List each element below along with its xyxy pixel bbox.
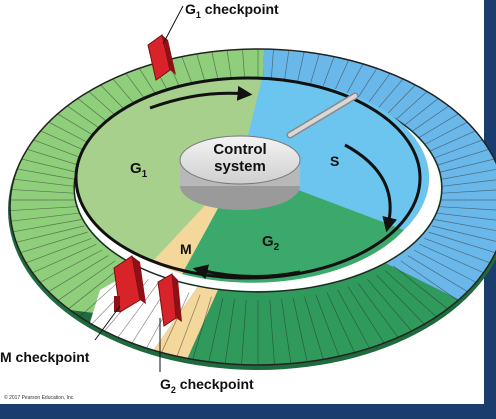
ring-tick bbox=[10, 167, 82, 181]
ring-tick bbox=[326, 292, 355, 353]
ring-tick bbox=[57, 260, 116, 301]
phase-m-label: M bbox=[180, 241, 192, 257]
g1-checkpoint-gate bbox=[147, 5, 184, 81]
ring-tick bbox=[424, 237, 491, 264]
m-checkpoint-gate bbox=[94, 255, 146, 341]
ring-tick bbox=[407, 255, 468, 292]
g1-checkpoint-label: G1 checkpoint bbox=[185, 1, 279, 20]
ring-tick bbox=[367, 279, 412, 332]
ring-tick bbox=[393, 265, 448, 310]
ring-tick bbox=[241, 299, 247, 365]
ring-tick bbox=[292, 298, 308, 362]
phase-g1-label: G1 bbox=[130, 160, 148, 180]
ring-tick bbox=[281, 299, 292, 364]
ring-tick bbox=[385, 270, 437, 317]
ring-tick bbox=[10, 212, 80, 222]
ring-tick bbox=[431, 225, 496, 244]
ring-tick bbox=[347, 286, 385, 344]
cycle-arrows bbox=[149, 85, 398, 280]
copyright-credit: © 2017 Pearson Education, Inc. bbox=[4, 394, 75, 401]
ring-tick bbox=[434, 219, 496, 233]
control-system: Control system bbox=[179, 92, 359, 210]
ring-tick bbox=[419, 243, 485, 274]
ring-tick bbox=[117, 282, 159, 338]
g2-checkpoint-gate bbox=[157, 273, 182, 372]
ring-tick bbox=[376, 274, 425, 325]
ring-tick bbox=[10, 188, 79, 194]
ring-tick bbox=[39, 249, 103, 283]
ring-tick bbox=[224, 299, 235, 364]
ring-tick bbox=[19, 231, 88, 254]
ring-tick bbox=[304, 296, 324, 360]
ring-tick bbox=[413, 249, 477, 283]
ring-tick bbox=[337, 289, 370, 349]
ring-tick bbox=[400, 260, 459, 301]
ring-tick bbox=[437, 206, 496, 212]
ring-tick bbox=[357, 282, 399, 338]
ring-tick bbox=[192, 296, 212, 360]
ring-tick bbox=[176, 294, 201, 357]
ring-tick bbox=[424, 136, 491, 163]
ring-tick bbox=[31, 243, 97, 274]
ring-tick bbox=[315, 294, 340, 357]
ring-tick bbox=[428, 146, 496, 169]
ring-tick bbox=[10, 219, 82, 233]
control-system-label-2: system bbox=[214, 158, 266, 175]
ring-tick bbox=[68, 265, 123, 310]
control-system-label-1: Control bbox=[213, 141, 266, 158]
ring-tick bbox=[10, 206, 79, 212]
ring-tick bbox=[14, 225, 85, 244]
ring-tick bbox=[431, 156, 496, 175]
ring-tick bbox=[161, 292, 190, 353]
ring-tick bbox=[208, 298, 224, 362]
ring-tick bbox=[434, 167, 496, 181]
phase-s-label: S bbox=[330, 153, 339, 169]
ring-tick bbox=[269, 299, 275, 365]
ring-tick bbox=[25, 237, 92, 264]
ring-tick bbox=[10, 178, 80, 188]
ring-tick bbox=[48, 255, 109, 292]
g2-checkpoint-label: G2 checkpoint bbox=[160, 376, 254, 395]
ring-tick bbox=[14, 156, 85, 175]
phase-g2-label: G2 bbox=[262, 233, 280, 253]
ring-tick bbox=[428, 231, 496, 254]
m-checkpoint-label: M checkpoint bbox=[0, 349, 90, 365]
ring-tick bbox=[437, 188, 496, 194]
